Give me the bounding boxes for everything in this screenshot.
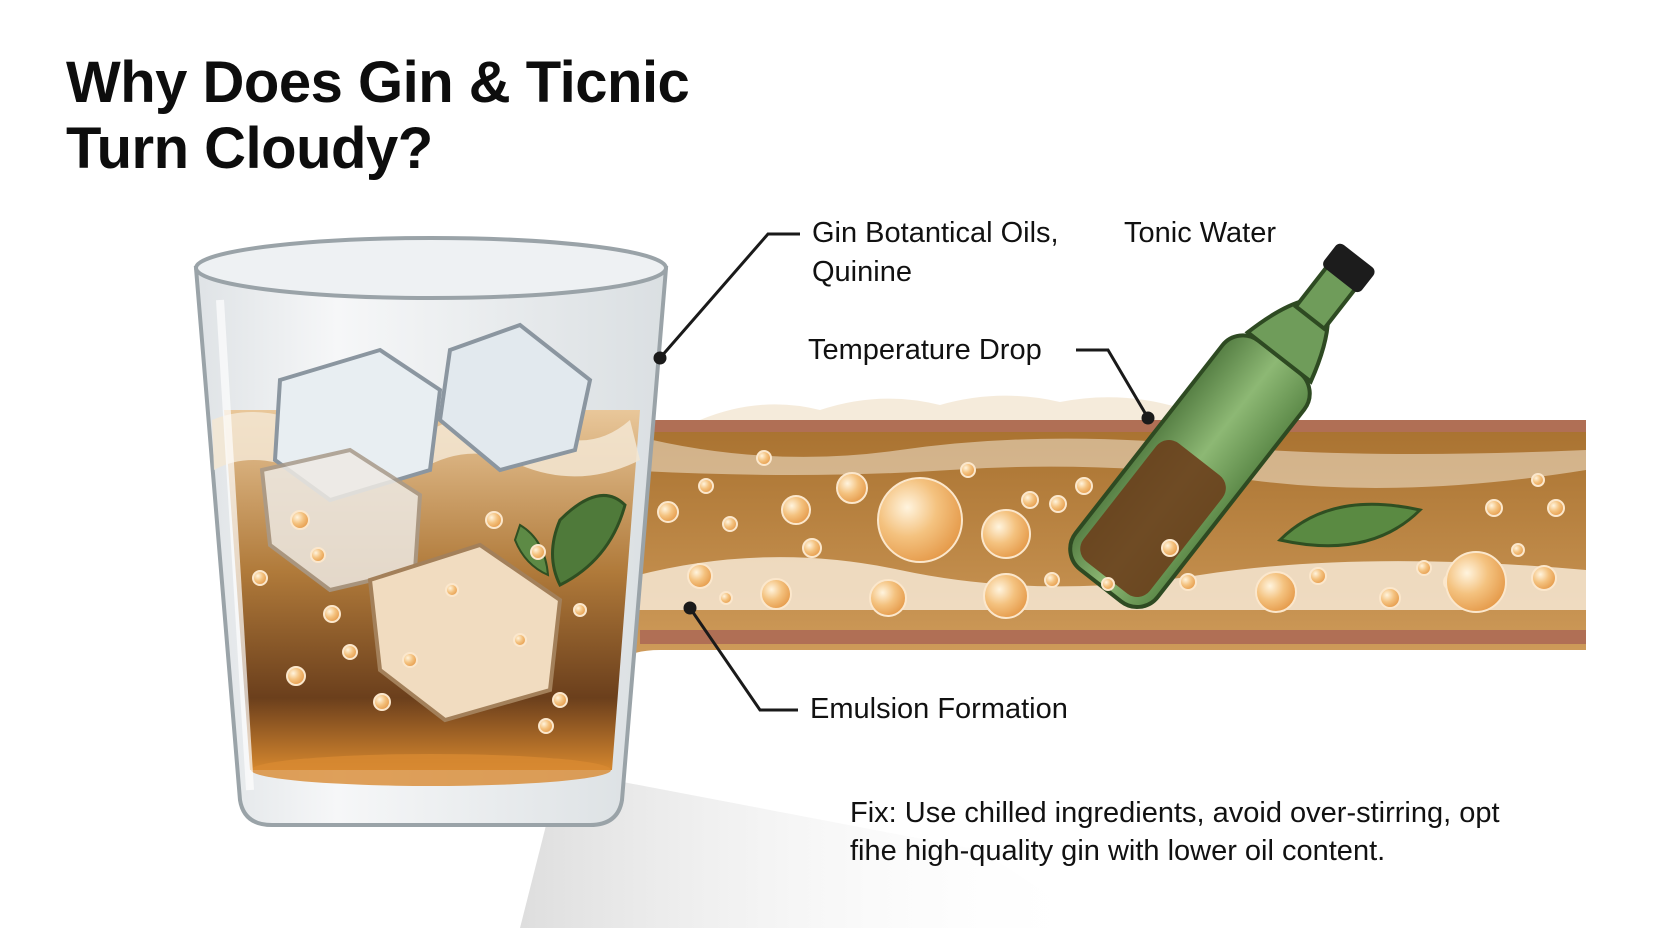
bubble-icon	[1485, 499, 1503, 517]
bubble-icon	[1255, 571, 1297, 613]
bubble-icon	[445, 583, 459, 597]
label-emulsion-formation: Emulsion Formation	[810, 693, 1068, 725]
bubble-icon	[1044, 572, 1060, 588]
leader-line-emulsion	[688, 607, 798, 712]
bubble-icon	[687, 563, 713, 589]
leader-line-temperature	[1076, 348, 1150, 419]
bubble-icon	[1531, 473, 1545, 487]
fix-line-1: Fix: Use chilled ingredients, avoid over…	[850, 797, 1500, 829]
bubble-icon	[983, 573, 1029, 619]
leader-dot-temperature	[1141, 411, 1155, 425]
bubble-icon	[781, 495, 811, 525]
bubble-icon	[1531, 565, 1557, 591]
label-quinine: Quinine	[812, 256, 912, 288]
title-line-1: Why Does Gin & Ticnic	[66, 50, 690, 115]
bubble-icon	[530, 544, 546, 560]
emulsion-tube	[560, 395, 1586, 720]
bubble-icon	[719, 591, 733, 605]
bubble-icon	[981, 509, 1031, 559]
bubble-icon	[722, 516, 738, 532]
bubble-group	[252, 450, 1565, 734]
bubble-icon	[538, 718, 554, 734]
bubble-icon	[402, 652, 418, 668]
bubble-icon	[1049, 495, 1067, 513]
fix-note: Fix: Use chilled ingredients, avoid over…	[850, 794, 1500, 870]
leader-line-gin-oils	[658, 232, 800, 359]
bubble-icon	[1511, 543, 1525, 557]
bubble-icon	[1021, 491, 1039, 509]
bubble-icon	[513, 633, 527, 647]
bubble-icon	[698, 478, 714, 494]
diagram-title: Why Does Gin & Ticnic Turn Cloudy?	[66, 50, 690, 182]
bubble-icon	[960, 462, 976, 478]
label-gin-oils: Gin Botantical Oils,	[812, 217, 1059, 249]
fix-line-2: fihe high-quality gin with lower oil con…	[850, 835, 1386, 867]
bubble-icon	[573, 603, 587, 617]
bubble-icon	[756, 450, 772, 466]
bubble-icon	[1416, 560, 1432, 576]
bubble-icon	[286, 666, 306, 686]
bubble-icon	[836, 472, 868, 504]
bubble-icon	[1547, 499, 1565, 517]
bubble-icon	[802, 538, 822, 558]
bubble-icon	[552, 692, 568, 708]
leader-dot-emulsion	[683, 601, 697, 615]
glass-shadow	[520, 770, 1100, 928]
title-line-2: Turn Cloudy?	[66, 116, 433, 181]
bubble-icon	[290, 510, 310, 530]
ice-cube-icon	[259, 322, 593, 723]
bubble-icon	[760, 578, 792, 610]
bubble-icon	[877, 477, 963, 563]
bubble-icon	[485, 511, 503, 529]
bubble-icon	[373, 693, 391, 711]
bubble-icon	[1379, 587, 1401, 609]
bubble-icon	[1101, 577, 1115, 591]
bubble-icon	[657, 501, 679, 523]
bubble-icon	[252, 570, 268, 586]
bubble-icon	[1161, 539, 1179, 557]
leader-lines	[653, 232, 1155, 712]
bubble-icon	[1179, 573, 1197, 591]
leader-dot-gin-oils	[653, 351, 667, 365]
bubble-icon	[1075, 477, 1093, 495]
label-tonic-water: Tonic Water	[1124, 217, 1277, 249]
label-temperature-drop: Temperature Drop	[808, 334, 1042, 366]
bubble-icon	[310, 547, 326, 563]
bubble-icon	[1445, 551, 1507, 613]
bubble-icon	[342, 644, 358, 660]
bubble-icon	[869, 579, 907, 617]
mint-leaf-icon	[513, 493, 1423, 588]
bubble-icon	[323, 605, 341, 623]
bottle-icon	[1068, 243, 1375, 610]
bubble-icon	[1309, 567, 1327, 585]
